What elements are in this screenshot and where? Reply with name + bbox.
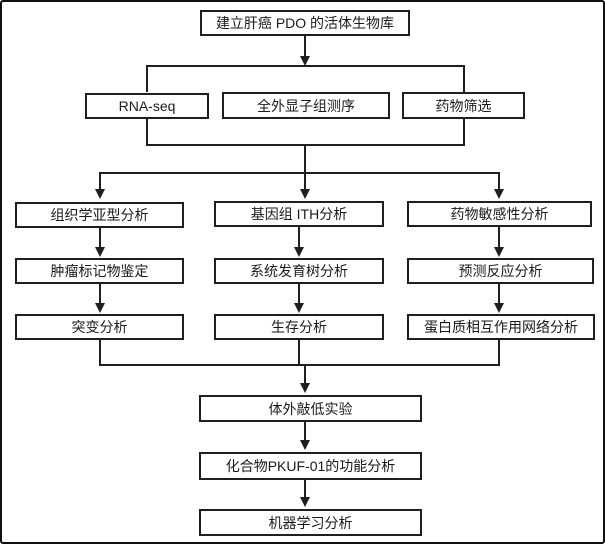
node-whole-exome-sequencing: 全外显子组测序 — [222, 92, 390, 119]
connector-columns-converge — [99, 340, 500, 393]
node-protein-interaction-network-analysis: 蛋白质相互作用网络分析 — [407, 314, 595, 340]
node-drug-sensitivity-analysis: 药物敏感性分析 — [407, 201, 592, 227]
node-survival-analysis: 生存分析 — [214, 314, 384, 340]
node-mutation-analysis: 突变分析 — [15, 314, 184, 340]
connector-row2-converge — [146, 119, 465, 199]
node-phylogenetic-tree-analysis: 系统发育树分析 — [214, 258, 384, 284]
node-in-vitro-knockdown-experiment: 体外敲低实验 — [199, 395, 422, 422]
node-genomic-ith-analysis: 基因组 ITH分析 — [214, 201, 384, 227]
node-biobank: 建立肝癌 PDO 的活体生物库 — [200, 10, 410, 36]
connector-branch-to-columns — [95, 172, 504, 199]
node-rna-seq: RNA-seq — [85, 93, 209, 119]
node-predicted-response-analysis: 预测反应分析 — [407, 258, 594, 284]
node-histology-subtype-analysis: 组织学亚型分析 — [15, 202, 184, 228]
node-machine-learning-analysis: 机器学习分析 — [199, 509, 422, 536]
connector-biobank-to-row2 — [146, 36, 465, 92]
node-pkuf01-functional-analysis: 化合物PKUF-01的功能分析 — [199, 452, 422, 480]
node-drug-screening: 药物筛选 — [402, 92, 525, 119]
node-tumor-marker-identification: 肿瘤标记物鉴定 — [15, 258, 184, 284]
